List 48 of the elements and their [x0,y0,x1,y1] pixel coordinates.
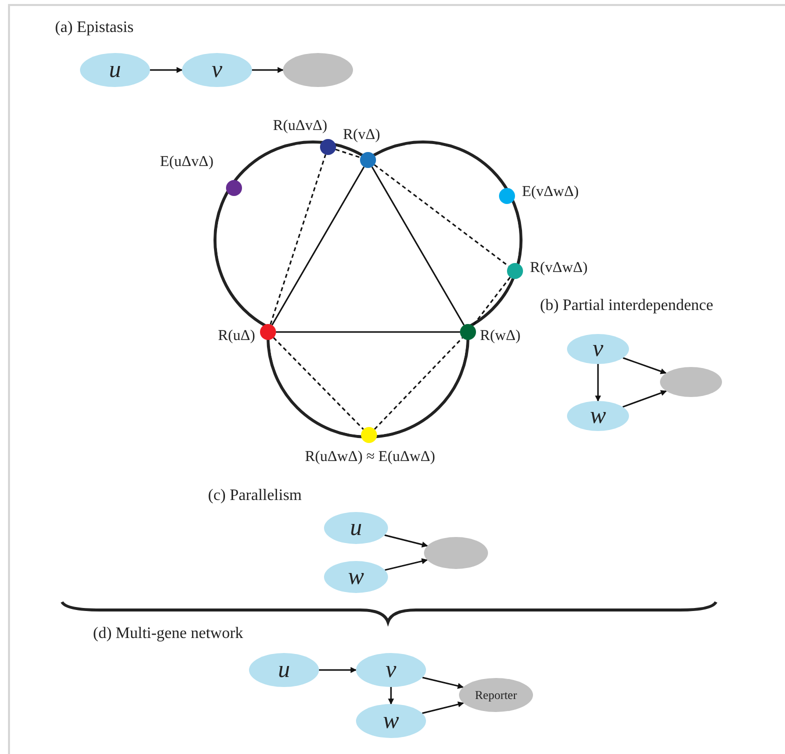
gene-ellipse: Reporter [459,678,533,712]
point-marker [361,427,377,443]
arrow [422,676,464,689]
connector-line [371,166,465,326]
dashed-line [374,164,510,267]
arrow [388,687,394,705]
gene-ellipse: w [567,401,629,431]
connector-line [276,331,460,333]
arrow [422,701,464,714]
arrow [319,667,357,673]
output-ellipse [424,537,488,569]
panel-heading: (d) Multi-gene network [93,625,244,643]
gene-ellipse: w [324,561,388,593]
output-ellipse [660,367,722,397]
dashed-line [335,148,361,158]
arrow [384,558,428,571]
gene-ellipse: v [356,653,426,687]
arrow [622,390,667,408]
gene-ellipse: u [324,512,388,544]
arrow [384,534,428,548]
connector-line [271,166,365,326]
point-label: R(uΔwΔ) ≈ E(uΔwΔ) [305,449,436,466]
point-label: R(vΔwΔ) [530,260,588,277]
panel-heading: (c) Parallelism [208,487,302,505]
point-label: E(uΔvΔ) [160,154,214,171]
point-label: R(wΔ) [480,328,520,345]
arrow [595,364,601,402]
arrow [252,67,284,73]
point-label: R(uΔvΔ) [273,118,328,135]
panel-heading: (b) Partial interdependence [540,297,714,315]
dashed-line [374,337,463,430]
gene-ellipse: v [182,53,252,87]
dashed-line [472,276,511,326]
gene-ellipse: u [249,653,319,687]
arrow [150,67,183,73]
dashed-line [270,154,326,325]
gene-ellipse: w [356,704,426,738]
gene-ellipse: u [80,53,150,87]
point-marker [320,139,336,155]
dashed-line [273,337,364,430]
point-label: R(uΔ) [218,328,256,345]
point-label: R(vΔ) [343,127,380,144]
point-marker [507,263,523,279]
gene-ellipse: v [567,334,629,364]
point-label: E(vΔwΔ) [522,184,579,201]
point-marker [260,324,276,340]
panel-heading: (a) Epistasis [55,19,134,37]
arrow [622,357,667,374]
